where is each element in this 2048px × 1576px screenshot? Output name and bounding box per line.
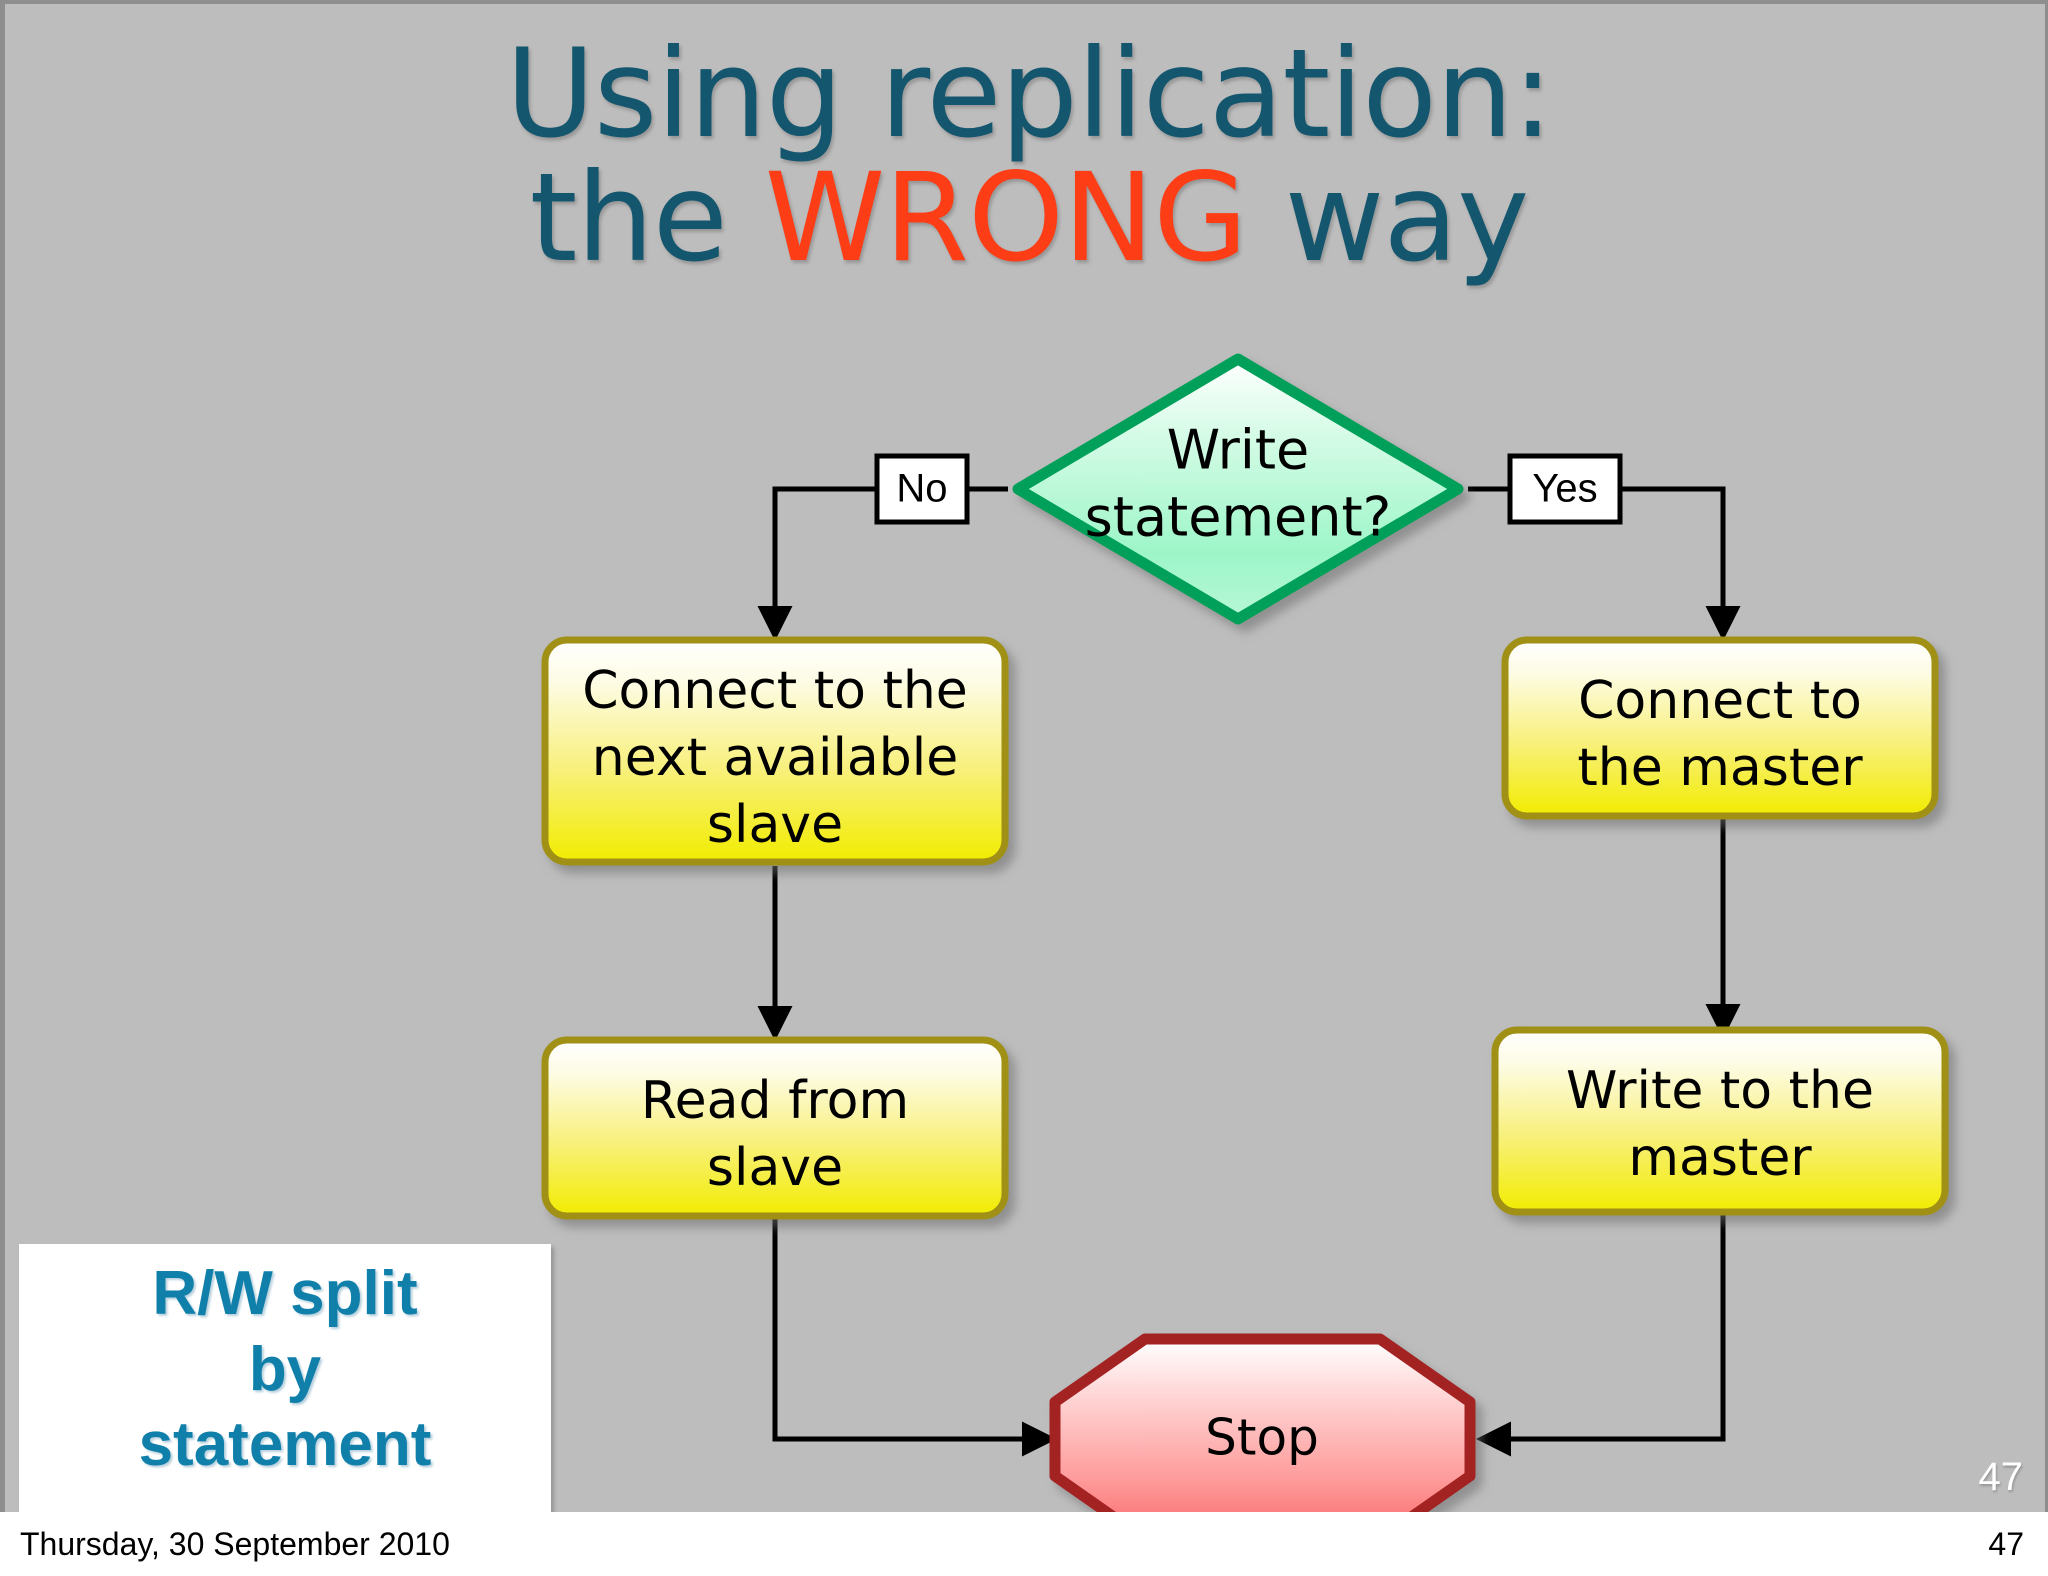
edge-label-yes: Yes	[1507, 453, 1623, 525]
title-line-1: Using replication:	[505, 23, 1554, 165]
connect-slave-label-line-1: Connect to the	[582, 661, 968, 721]
edge-label-no-box	[874, 453, 970, 525]
connect-slave-box-shape	[541, 636, 1009, 866]
callout-line-2: by	[248, 1334, 322, 1404]
node-connect-master[interactable]: Connect to the master	[1501, 636, 1939, 820]
callout-line-3: statement	[138, 1410, 432, 1480]
decision-diamond-shape	[1012, 353, 1464, 625]
edge-label-no-text: No	[896, 467, 947, 511]
node-connect-next-slave[interactable]: Connect to the next available slave	[541, 636, 1009, 866]
title-emphasis-wrong: WRONG	[764, 147, 1248, 290]
footer-page-number: 47	[1988, 1526, 2024, 1562]
decision-label-line-2: statement?	[1085, 486, 1392, 549]
node-stop[interactable]: Stop	[1049, 1333, 1476, 1512]
stop-octagon-shape	[1049, 1333, 1476, 1512]
node-read-from-slave[interactable]: Read from slave	[541, 1036, 1009, 1220]
connect-master-box-shape	[1501, 636, 1939, 820]
write-master-label-line-1: Write to the	[1566, 1061, 1874, 1121]
connector-read-to-stop	[772, 1219, 1058, 1457]
edge-label-yes-box	[1507, 453, 1623, 525]
read-slave-label-line-2: slave	[707, 1138, 843, 1198]
write-master-label-line-2: master	[1628, 1128, 1812, 1188]
node-write-to-master[interactable]: Write to the master	[1491, 1026, 1949, 1216]
connector-write-to-stop	[1475, 1214, 1726, 1457]
flowchart-diagram: Write statement? No Yes Connect to the n…	[541, 353, 1949, 1512]
title-prefix: the	[529, 147, 765, 290]
edge-label-yes-text: Yes	[1532, 467, 1597, 511]
read-slave-box-shape	[541, 1036, 1009, 1220]
title-line-2: the WRONG way	[5, 156, 2045, 280]
footer-bar: Thursday, 30 September 2010 47	[0, 1512, 2048, 1576]
connect-master-label-line-1: Connect to	[1578, 671, 1862, 731]
callout-text: R/W split by statement	[19, 1256, 551, 1483]
write-master-box-shape	[1491, 1026, 1949, 1216]
connect-master-label-line-2: the master	[1577, 738, 1863, 798]
page-title: Using replication: the WRONG way	[5, 23, 2045, 281]
node-decision-write-statement[interactable]: Write statement?	[1012, 353, 1464, 625]
slide-canvas: Using replication: the WRONG way	[0, 0, 2048, 1512]
connect-slave-label-line-2: next available	[592, 728, 958, 788]
edge-label-no: No	[874, 453, 970, 525]
callout-line-1: R/W split	[152, 1259, 418, 1328]
connect-slave-label-line-3: slave	[707, 795, 843, 855]
stop-label: Stop	[1205, 1409, 1319, 1467]
footer-date: Thursday, 30 September 2010	[20, 1526, 450, 1562]
decision-label-line-1: Write	[1167, 419, 1310, 482]
title-suffix: way	[1246, 147, 1530, 290]
slide-page-number: 47	[1978, 1455, 2024, 1499]
callout-rw-split: R/W split by statement	[19, 1244, 551, 1512]
read-slave-label-line-1: Read from	[641, 1071, 909, 1131]
